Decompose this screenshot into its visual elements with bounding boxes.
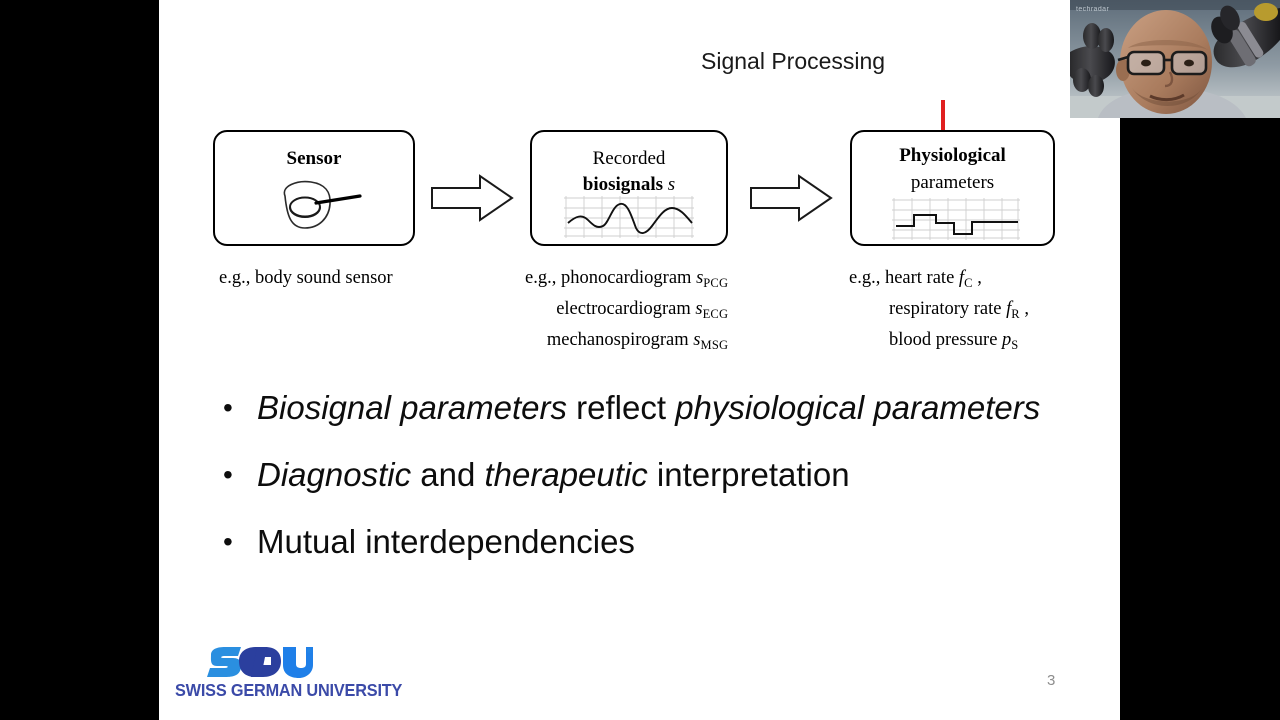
caption-biosignals-line-2: electrocardiogram sECG bbox=[556, 299, 729, 321]
presentation-slide: Signal Processing Sensor bbox=[159, 0, 1120, 720]
bullet-text-1: Biosignal parameters reflect physiologic… bbox=[257, 389, 1041, 426]
letterbox-right bbox=[1120, 0, 1280, 720]
bullet-marker-3: • bbox=[223, 526, 233, 557]
box-physiological-title-regular: parameters bbox=[910, 172, 995, 193]
caption-sensor-line-1: e.g., body sound sensor bbox=[219, 268, 393, 288]
block-arrow-right-icon-1 bbox=[430, 172, 514, 229]
diagram-box-biosignals: Recorded biosignals s bbox=[530, 130, 728, 246]
box-sensor-title: Sensor bbox=[215, 148, 413, 170]
sgu-logo-wordmark: SWISS GERMAN UNIVERSITY bbox=[175, 680, 403, 700]
caption-physiological-line-3: blood pressure pS bbox=[889, 330, 1019, 352]
slide-heading-signal-processing: Signal Processing bbox=[701, 48, 886, 74]
caption-biosignals: e.g., phonocardiogram sPCG electrocardio… bbox=[525, 265, 728, 358]
bullet-text-3: Mutual interdependencies bbox=[257, 523, 635, 560]
registered-trademark-icon: ® bbox=[307, 648, 312, 655]
body-sound-sensor-sketch-icon bbox=[267, 176, 367, 243]
waveform-graph-icon bbox=[564, 196, 694, 243]
caption-physiological: e.g., heart rate fC , respiratory rate f… bbox=[849, 265, 1029, 358]
box-sensor-title-bold: Sensor bbox=[286, 148, 342, 169]
video-watermark: techradar bbox=[1076, 6, 1110, 13]
box-physiological-title: Physiological parameters bbox=[852, 142, 1053, 196]
bullet-item-3: • Mutual interdependencies bbox=[211, 516, 1061, 567]
step-function-graph-icon bbox=[892, 198, 1020, 245]
bullet-item-1: • Biosignal parameters reflect physiolog… bbox=[211, 382, 1061, 433]
presenter-video-overlay[interactable]: techradar bbox=[1070, 0, 1280, 118]
diagram-box-sensor: Sensor bbox=[213, 130, 415, 246]
caption-biosignals-line-3: mechanospirogram sMSG bbox=[546, 330, 729, 352]
caption-sensor: e.g., body sound sensor bbox=[219, 265, 393, 291]
caption-physiological-line-2: respiratory rate fR , bbox=[889, 299, 1030, 321]
caption-physiological-line-1: e.g., heart rate fC , bbox=[849, 268, 982, 290]
bullet-item-2: • Diagnostic and therapeutic interpretat… bbox=[211, 449, 1061, 500]
box-biosignals-symbol: s bbox=[667, 174, 676, 195]
sgu-logo-mark-icon: ® bbox=[207, 647, 313, 678]
bullet-text-2: Diagnostic and therapeutic interpretatio… bbox=[257, 456, 850, 493]
diagram-box-physiological: Physiological parameters bbox=[850, 130, 1055, 246]
box-biosignals-title: Recorded biosignals s bbox=[532, 146, 726, 198]
caption-biosignals-line-1: e.g., phonocardiogram sPCG bbox=[525, 268, 729, 290]
sgu-logo: ® SWISS GERMAN UNIVERSITY bbox=[167, 645, 403, 701]
block-arrow-right-icon-2 bbox=[749, 172, 833, 229]
bullet-marker-1: • bbox=[223, 392, 233, 423]
bullet-marker-2: • bbox=[223, 459, 233, 490]
box-biosignals-title-regular: Recorded bbox=[592, 148, 666, 169]
letterbox-left bbox=[0, 0, 159, 720]
presenter-video-frame bbox=[1070, 0, 1280, 118]
box-biosignals-title-bold: biosignals bbox=[582, 174, 664, 195]
page-number: 3 bbox=[1047, 672, 1056, 689]
bullet-list: • Biosignal parameters reflect physiolog… bbox=[211, 382, 1061, 583]
box-physiological-title-bold: Physiological bbox=[899, 145, 1006, 166]
